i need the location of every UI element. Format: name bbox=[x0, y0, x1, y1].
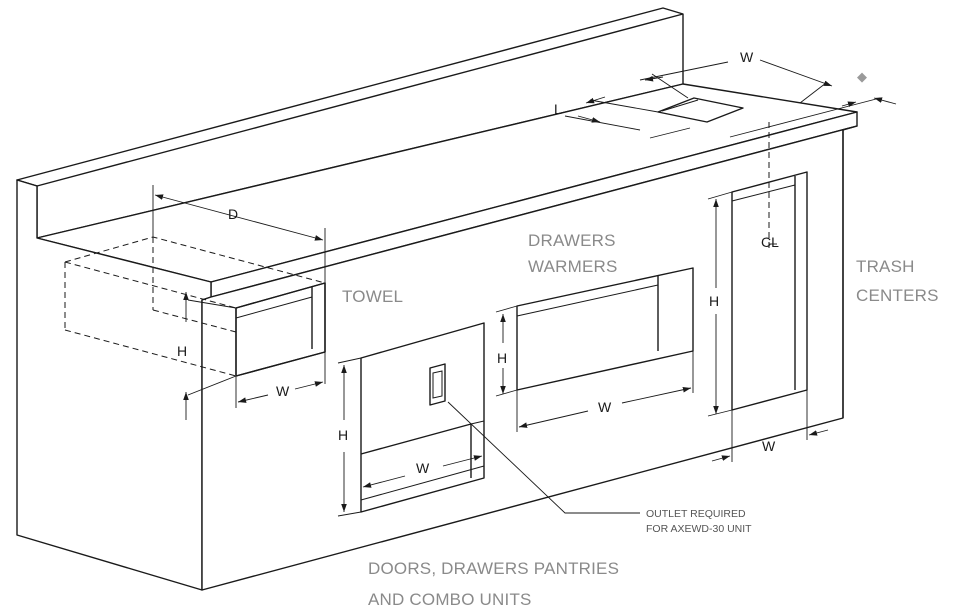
dim-label-doors-h: H bbox=[338, 427, 348, 443]
dim-label-cutout-l: L bbox=[554, 101, 562, 117]
dim-label-towel-w: W bbox=[276, 383, 290, 399]
label-drawers: DRAWERS bbox=[528, 231, 616, 250]
dimension-depth bbox=[152, 185, 326, 283]
dim-label-d: D bbox=[228, 206, 238, 222]
dimension-doors-height bbox=[337, 357, 362, 517]
dim-label-warmer-h: H bbox=[497, 350, 507, 366]
label-combo: AND COMBO UNITS bbox=[368, 590, 532, 609]
dimension-warmer-width bbox=[516, 351, 694, 432]
dimension-trash-width bbox=[711, 390, 829, 462]
dim-label-warmer-w: W bbox=[598, 399, 612, 415]
label-outlet-line1: OUTLET REQUIRED bbox=[646, 508, 746, 520]
dim-label-cutout-w: W bbox=[740, 49, 754, 65]
outlet-leader-line bbox=[447, 401, 640, 514]
label-centers: CENTERS bbox=[856, 286, 939, 305]
label-outlet-line2: FOR AXEWD-30 UNIT bbox=[646, 523, 752, 535]
label-doors: DOORS, DRAWERS PANTRIES bbox=[368, 559, 619, 578]
centerline bbox=[768, 122, 777, 250]
dimension-doors-width bbox=[362, 455, 483, 488]
dim-label-doors-w: W bbox=[416, 460, 430, 476]
label-towel: TOWEL bbox=[342, 287, 403, 306]
dim-label-trash-h: H bbox=[709, 293, 719, 309]
dimension-trash-height bbox=[707, 191, 733, 417]
label-warmers: WARMERS bbox=[528, 257, 618, 276]
dimension-cutout-length bbox=[564, 96, 659, 131]
dim-label-towel-h: H bbox=[177, 343, 187, 359]
diamond-icon: ◆ bbox=[857, 70, 867, 85]
dimension-cutout-width bbox=[639, 59, 833, 104]
dimension-lip-diamond bbox=[649, 97, 897, 139]
label-trash: TRASH bbox=[856, 257, 915, 276]
dimension-towel-width bbox=[235, 352, 326, 408]
dimension-towel-height bbox=[183, 292, 237, 420]
centerline-label: CL bbox=[761, 234, 779, 250]
top-cutout bbox=[657, 97, 744, 123]
dimension-warmer-height bbox=[495, 305, 518, 397]
outlet-icon bbox=[429, 363, 446, 406]
doors-opening bbox=[360, 322, 485, 513]
dim-label-trash-w: W bbox=[762, 438, 776, 454]
